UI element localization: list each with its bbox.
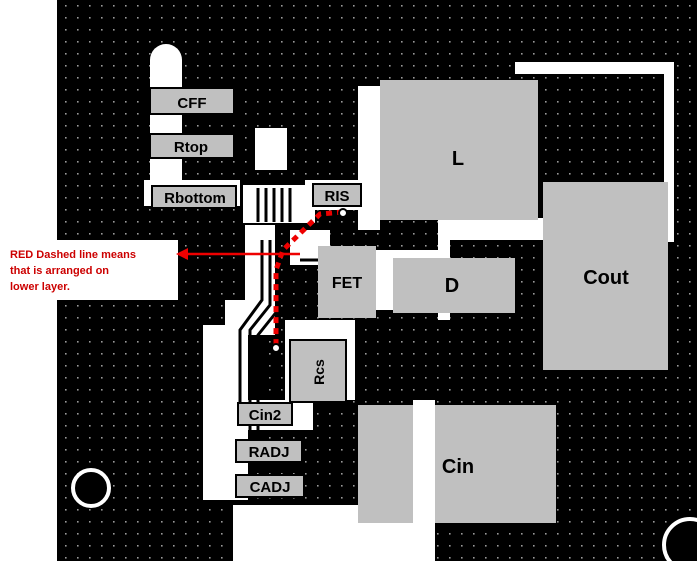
cout-pad (543, 182, 668, 370)
ris-label: RIS (324, 188, 349, 205)
component-labels: CFF Rtop Rbottom RIS L Cout FET D Rcs Ci… (164, 95, 629, 496)
note-line-1: RED Dashed line means (10, 249, 136, 261)
fet-label: FET (332, 275, 362, 292)
note-text: RED Dashed line means that is arranged o… (10, 249, 136, 293)
mounting-hole-right (662, 517, 697, 561)
via-bottom (271, 343, 281, 353)
note-background (0, 240, 178, 300)
ris-pad (312, 183, 362, 207)
cout-label: Cout (583, 267, 629, 289)
mounting-hole-left (71, 468, 111, 508)
cadj-pad (235, 474, 305, 498)
inductor-top-strip (438, 80, 538, 100)
component-pads (149, 80, 668, 523)
cin-pad (358, 405, 556, 523)
via-top (338, 208, 348, 218)
lower-layer-trace (273, 209, 344, 348)
rtop-label: Rtop (174, 139, 208, 156)
note-line-3: lower layer. (10, 281, 70, 293)
cin2-pad (237, 402, 293, 426)
diode-label: D (445, 275, 459, 297)
rcs-pad (289, 339, 347, 403)
radj-label: RADJ (249, 444, 290, 461)
inductor-label: L (452, 148, 464, 170)
radj-pad (235, 439, 303, 463)
rbottom-pad (151, 185, 237, 209)
cin-divider (413, 405, 435, 523)
rbottom-label: Rbottom (164, 190, 226, 207)
cff-label: CFF (177, 95, 206, 112)
note-arrow (176, 248, 300, 260)
rcs-label: Rcs (311, 359, 327, 385)
fet-pad (318, 246, 376, 318)
diode-pad (393, 258, 515, 313)
cin2-label: Cin2 (249, 407, 282, 424)
cadj-label: CADJ (250, 479, 291, 496)
cff-pad (149, 87, 235, 115)
cin-label: Cin (442, 456, 474, 478)
inductor-pad (380, 80, 538, 220)
rtop-pad (149, 133, 235, 159)
note-line-2: that is arranged on (10, 265, 109, 277)
